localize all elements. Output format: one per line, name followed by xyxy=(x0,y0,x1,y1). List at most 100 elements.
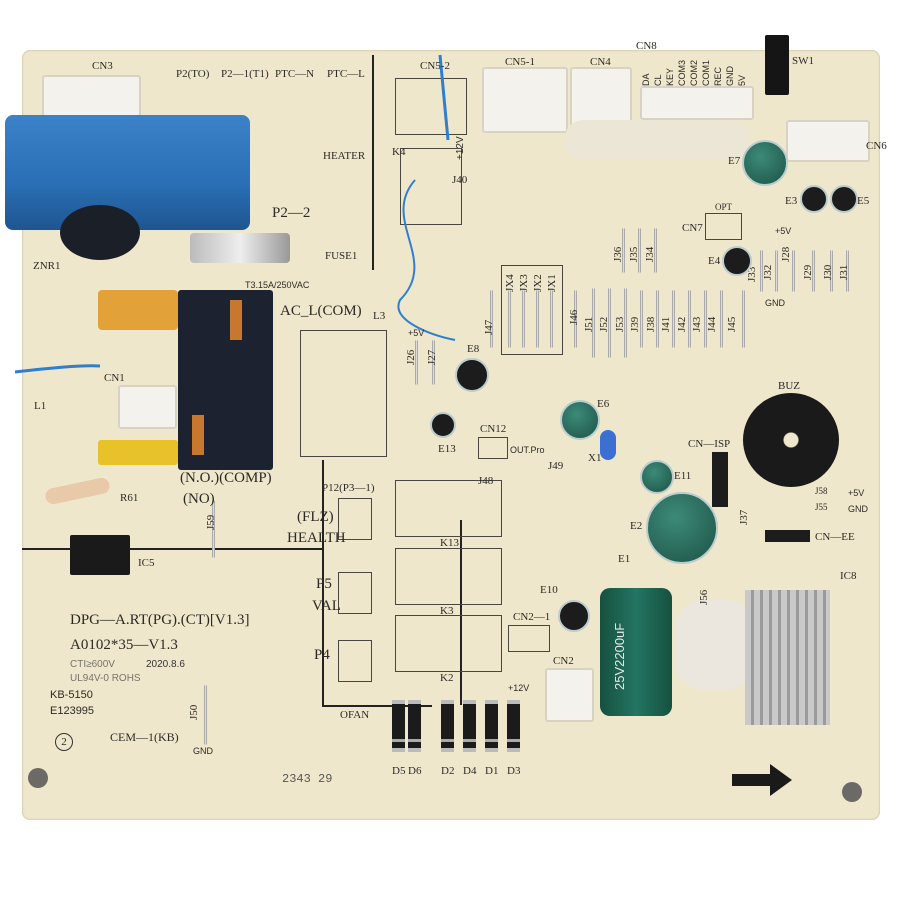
diode-d2 xyxy=(441,700,454,752)
label-e2: E2 xyxy=(630,520,643,532)
run-capacitor xyxy=(5,115,250,230)
label-j39: J39 xyxy=(629,316,641,332)
label-cn51: CN5-1 xyxy=(505,56,535,68)
label-gnd-2: GND xyxy=(193,746,213,756)
isolation-line xyxy=(460,520,462,705)
heatsink xyxy=(745,590,830,725)
label-ofan: OFAN xyxy=(340,709,370,721)
label-j27: J27 xyxy=(426,349,438,365)
label-plus12v: +12V xyxy=(455,136,466,160)
capacitor-e10 xyxy=(558,600,590,632)
jumper-wire xyxy=(792,250,795,292)
label-j56: J56 xyxy=(698,589,710,605)
label-plus5v: +5V xyxy=(775,226,792,236)
jumper-wire xyxy=(550,290,553,348)
varistor-znr1 xyxy=(60,205,140,260)
capacitor-e13 xyxy=(430,412,456,438)
jumper-wire xyxy=(536,290,539,348)
e1-print: 25V2200uF xyxy=(612,622,627,690)
label-ptcn: PTC—N xyxy=(275,68,315,80)
pin-label: REC xyxy=(713,66,723,86)
x-capacitor-orange xyxy=(98,290,178,330)
diode-d4 xyxy=(463,700,476,752)
label-j29: J29 xyxy=(802,264,814,280)
label-j40: J40 xyxy=(452,174,468,186)
jumper-wire xyxy=(608,288,611,358)
jumper-wire xyxy=(592,288,595,358)
isolation-line xyxy=(322,705,432,707)
label-d4: D4 xyxy=(463,765,477,777)
pin-label: COM1 xyxy=(701,59,711,86)
label-cn1: CN1 xyxy=(104,372,125,384)
label-ptcl: PTC—L xyxy=(327,68,365,80)
jumper-wire xyxy=(830,250,833,292)
label-j49: J49 xyxy=(548,460,564,472)
label-cn7: CN7 xyxy=(682,222,703,234)
label-flz: (FLZ) xyxy=(297,509,334,525)
pin-label: COM3 xyxy=(677,59,687,86)
label-fuse-rating: T3.15A/250VAC xyxy=(245,280,310,290)
capacitor-e5 xyxy=(830,185,858,213)
diode-d1 xyxy=(485,700,498,752)
cn1-connector xyxy=(118,385,177,429)
label-e7: E7 xyxy=(728,155,741,167)
label-e1: E1 xyxy=(618,553,631,565)
board-stamp: 2343 29 xyxy=(282,772,333,786)
jumper-wire xyxy=(742,290,745,348)
label-e5: E5 xyxy=(857,195,870,207)
mounting-hole xyxy=(28,768,48,788)
cn8-connector xyxy=(640,86,754,120)
jumper-wire xyxy=(656,290,659,348)
capacitor-e7 xyxy=(742,140,788,186)
label-j51: J51 xyxy=(583,316,595,332)
label-j32: J32 xyxy=(762,264,774,280)
label-health: HEALTH xyxy=(287,530,346,546)
label-j55: J55 xyxy=(815,502,828,512)
label-jx1: JX1 xyxy=(546,274,558,292)
jumper-wire xyxy=(654,228,657,273)
jumper-wire xyxy=(812,250,815,292)
isolation-line xyxy=(322,460,324,705)
capacitor-e2 xyxy=(646,492,718,564)
cn5-2-footprint xyxy=(395,78,467,135)
cn2-1-footprint xyxy=(508,625,550,652)
label-k13: K13 xyxy=(440,537,459,549)
label-d2: D2 xyxy=(441,765,455,777)
board-material: CEM—1(KB) xyxy=(110,730,179,744)
label-e6: E6 xyxy=(597,398,610,410)
label-cn21: CN2—1 xyxy=(513,611,551,623)
glue-blob xyxy=(675,600,755,690)
label-d5: D5 xyxy=(392,765,406,777)
label-j42: J42 xyxy=(676,316,688,332)
label-acl: AC_L(COM) xyxy=(280,303,362,319)
label-e4: E4 xyxy=(708,255,721,267)
board-model: DPG—A.RT(PG).(CT)[V1.3] xyxy=(70,612,250,628)
label-p21: P2—1(T1) xyxy=(221,68,269,80)
label-j28: J28 xyxy=(780,246,792,262)
jumper-wire xyxy=(775,250,778,292)
label-cn4: CN4 xyxy=(590,56,611,68)
board-cti: CTI≥600V xyxy=(70,659,115,670)
jumper-wire xyxy=(704,290,707,348)
relay-terminal xyxy=(230,300,242,340)
label-ic8: IC8 xyxy=(840,570,857,582)
k3-footprint xyxy=(395,548,502,605)
label-d3: D3 xyxy=(507,765,521,777)
label-gnd: GND xyxy=(765,298,785,308)
sw1-button[interactable] xyxy=(765,35,789,95)
label-e8: E8 xyxy=(467,343,480,355)
isolation-line xyxy=(372,55,374,270)
capacitor-e1 xyxy=(600,588,672,716)
label-p5: P5 xyxy=(316,576,332,592)
label-j30: J30 xyxy=(822,264,834,280)
jumper-wire xyxy=(490,290,493,348)
label-j48: J48 xyxy=(478,475,494,487)
label-outpro: OUT.Pro xyxy=(510,445,545,455)
label-cn3: CN3 xyxy=(92,60,113,72)
k2-footprint xyxy=(395,615,502,672)
cn12-footprint xyxy=(478,437,508,459)
pin-label: DA xyxy=(641,73,651,86)
cn6-connector xyxy=(786,120,870,162)
val-terminal xyxy=(338,572,372,614)
jumper-wire xyxy=(720,290,723,348)
